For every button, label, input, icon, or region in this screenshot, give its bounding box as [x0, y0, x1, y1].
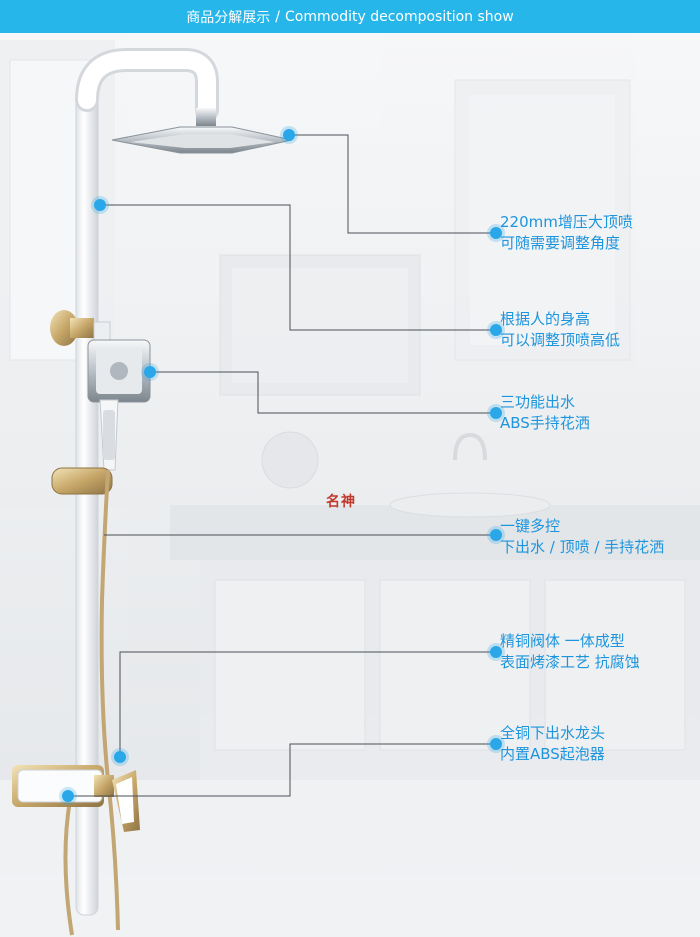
callout-dot-hand-shower: [144, 366, 156, 378]
callout-label-line1: 根据人的身高: [500, 310, 591, 328]
callout-dot-label-1: [490, 227, 502, 239]
header-bar: 商品分解展示 / Commodity decomposition show: [0, 0, 700, 33]
callout-label-line2: 可随需要调整角度: [500, 234, 621, 252]
callout-line-1: [289, 134, 496, 234]
callout-label-height: 根据人的身高 可以调整顶喷高低: [500, 309, 620, 351]
callout-label-hand-shower: 三功能出水 ABS手持花洒: [500, 392, 590, 434]
callout-line-3: [150, 371, 496, 414]
callout-label-line1: 一键多控: [500, 517, 561, 535]
callout-dot-lower-spout: [62, 790, 74, 802]
callout-label-line2: 表面烤漆工艺 抗腐蚀: [500, 653, 640, 671]
callout-line-5: [119, 651, 496, 757]
callout-label-line1: 三功能出水: [500, 393, 576, 411]
callout-lines: [68, 134, 496, 797]
callout-line-2: [100, 204, 496, 331]
callout-line-6: [68, 743, 496, 797]
brand-watermark: 名神: [326, 494, 356, 510]
callout-label-valve: 精铜阀体 一体成型 表面烤漆工艺 抗腐蚀: [500, 631, 640, 673]
callout-dot-riser: [94, 199, 106, 211]
callout-dot-label-5: [490, 646, 502, 658]
callout-label-line2: 可以调整顶喷高低: [500, 331, 621, 349]
callout-dot-label-6: [490, 738, 502, 750]
callout-dot-label-2: [490, 324, 502, 336]
callout-dot-holder: [490, 529, 502, 541]
callout-dot-top-shower: [283, 129, 295, 141]
callout-label-line1: 220mm增压大顶喷: [500, 213, 633, 231]
callout-label-top-shower: 220mm增压大顶喷 可随需要调整角度: [500, 212, 633, 254]
callout-label-line1: 精铜阀体 一体成型: [500, 632, 625, 650]
callout-label-line2: 内置ABS起泡器: [500, 745, 605, 763]
header-title-cn: 商品分解展示: [186, 9, 271, 26]
callout-label-spout: 全铜下出水龙头 内置ABS起泡器: [500, 723, 605, 765]
callout-label-control: 一键多控 下出水 / 顶喷 / 手持花洒: [500, 516, 664, 558]
callout-label-line1: 全铜下出水龙头: [500, 724, 606, 742]
callout-dot-label-3: [490, 407, 502, 419]
header-separator: /: [275, 8, 281, 25]
callout-label-line2: 下出水 / 顶喷 / 手持花洒: [500, 538, 665, 556]
shower-product-image: [0, 33, 700, 937]
callout-dot-valve-body: [114, 751, 126, 763]
header-title-en: Commodity decomposition show: [285, 8, 514, 25]
callout-label-line2: ABS手持花洒: [500, 414, 590, 432]
